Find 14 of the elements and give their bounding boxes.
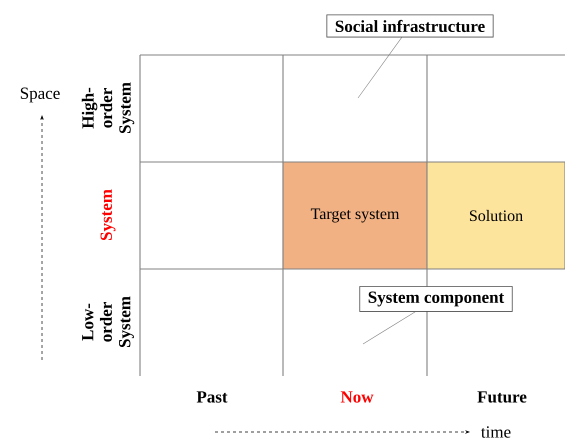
highlighted-cell: Solution — [426, 161, 565, 270]
row-label: High-order System — [82, 82, 134, 134]
callout-box: System component — [359, 286, 513, 312]
highlighted-cell: Target system — [282, 161, 428, 270]
column-label: Future — [477, 391, 526, 403]
row-label: Low-order System — [82, 296, 134, 348]
column-label: Now — [340, 391, 374, 403]
leader-line — [358, 37, 402, 98]
leader-line — [362, 312, 416, 344]
column-label: Past — [196, 391, 228, 403]
axis-label: Space — [20, 88, 60, 102]
axis-label: time — [481, 426, 511, 438]
callout-box: Social infrastructure — [326, 14, 494, 38]
row-label: System — [100, 189, 116, 240]
